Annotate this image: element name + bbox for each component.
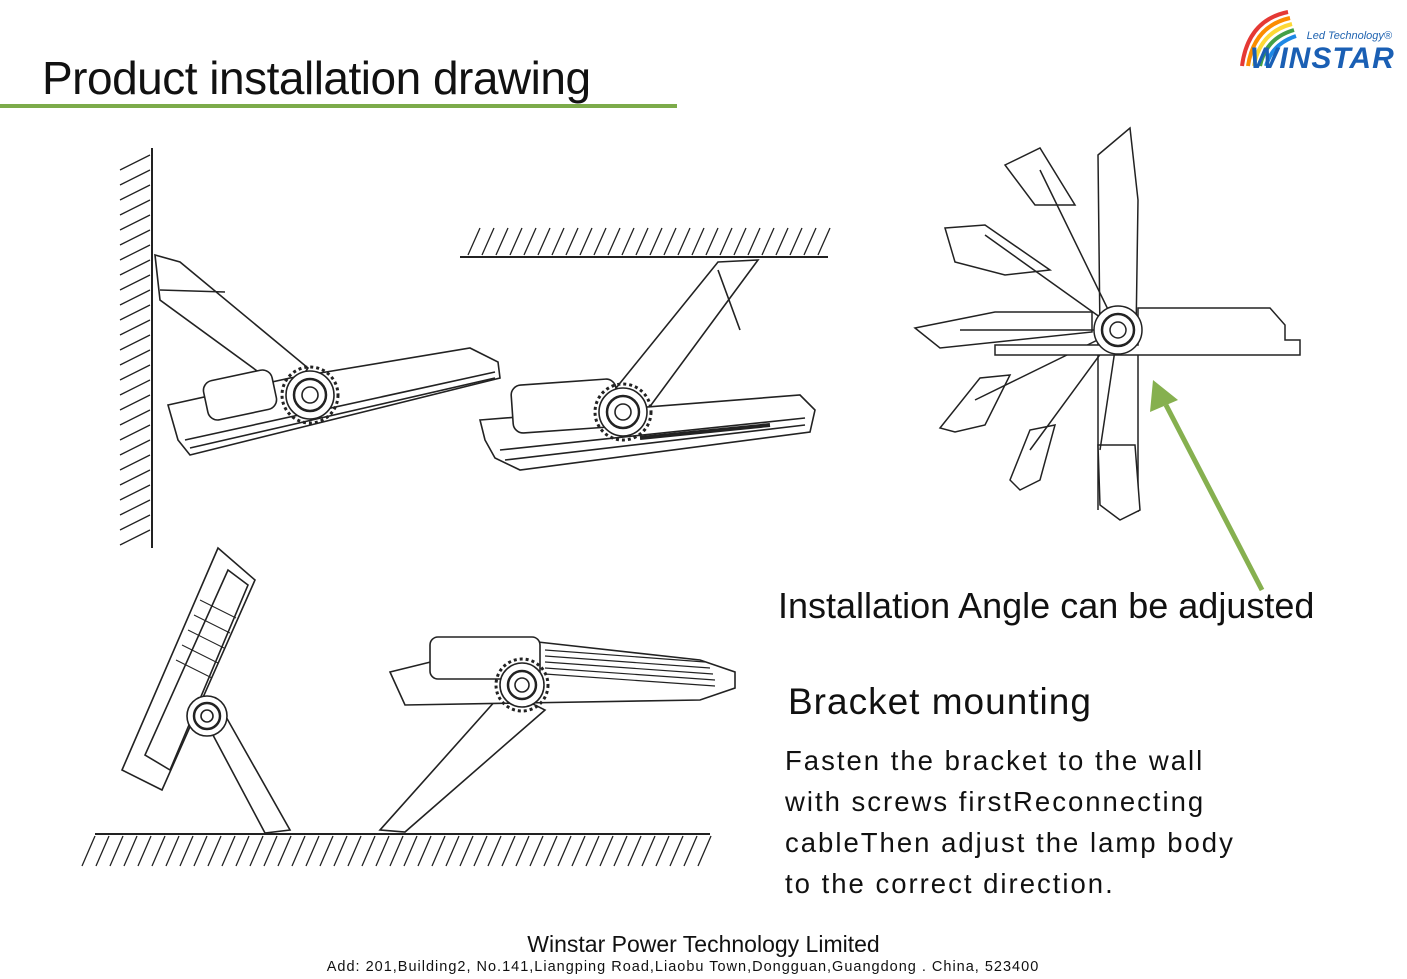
bracket-text-line: Fasten the bracket to the wall — [785, 745, 1205, 776]
winstar-logo: Led Technology® WINSTAR — [1228, 6, 1400, 76]
ceiling-mount-drawing — [460, 227, 831, 471]
bracket-mounting-title: Bracket mounting — [788, 681, 1092, 722]
footer-company: Winstar Power Technology Limited — [527, 931, 880, 957]
title-underline — [0, 104, 677, 108]
angle-caption: Installation Angle can be adjusted — [778, 585, 1315, 626]
bracket-mounting-text: Fasten the bracket to the wall with scre… — [785, 740, 1345, 904]
bracket-mount-drawing — [81, 546, 736, 867]
footer-address: Add: 201,Building2, No.141,Liangping Roa… — [326, 959, 1040, 975]
rainbow-arc-icon — [1240, 10, 1297, 67]
bracket-text-line: with screws firstReconnecting — [785, 786, 1206, 817]
page-title: Product installation drawing — [42, 52, 591, 104]
bracket-text-line: to the correct direction. — [785, 868, 1115, 899]
logo-wordmark: WINSTAR — [1250, 42, 1395, 75]
logo-tagline: Led Technology® — [1306, 30, 1392, 42]
bracket-text-line: cableThen adjust the lamp body — [785, 827, 1235, 858]
wall-mount-drawing — [119, 148, 501, 548]
angle-arrow — [1150, 380, 1265, 592]
angle-adjust-drawing — [913, 126, 1301, 521]
